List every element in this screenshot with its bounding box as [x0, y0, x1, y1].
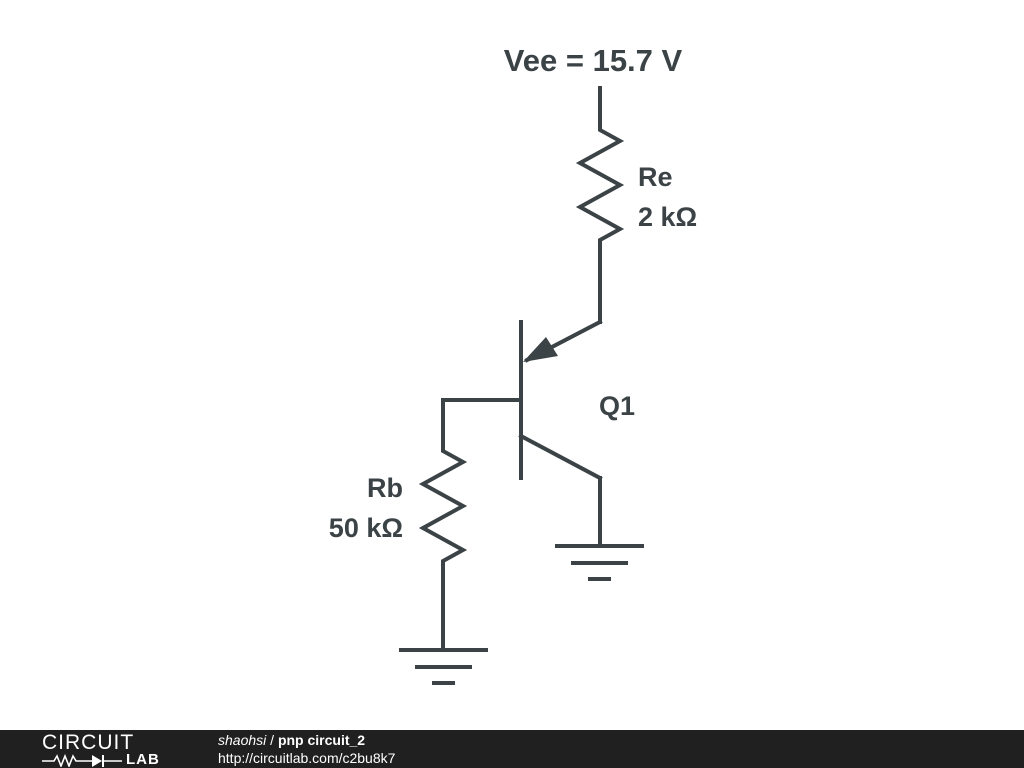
- circuit-schematic: Vee = 15.7 V Re 2 kΩ Q1 Rb 50 kΩ: [329, 43, 697, 685]
- meta-separator: /: [266, 732, 278, 748]
- emitter-arrow-icon: [523, 337, 558, 362]
- footer-bar: CIRCUIT LAB shaohsi / pnp circuit_2 http…: [0, 730, 1024, 768]
- q1-label: Q1: [599, 391, 635, 421]
- rb-value-label: 50 kΩ: [329, 513, 403, 543]
- circuit-meta: shaohsi / pnp circuit_2 http://circuitla…: [218, 731, 395, 767]
- ground-symbol-base: [399, 648, 488, 685]
- circuitlab-logo[interactable]: CIRCUIT LAB: [42, 732, 182, 768]
- resistor-re: [575, 86, 625, 324]
- re-name-label: Re: [638, 162, 673, 192]
- ground-symbol-collector: [555, 544, 644, 581]
- re-value-label: 2 kΩ: [638, 202, 697, 232]
- pnp-transistor-q1: [518, 319, 603, 548]
- circuit-url-link[interactable]: http://circuitlab.com/c2bu8k7: [218, 750, 396, 766]
- supply-voltage-label: Vee = 15.7 V: [504, 43, 683, 78]
- logo-bottom-text: LAB: [126, 751, 160, 768]
- author-link[interactable]: shaohsi: [218, 732, 267, 748]
- logo-resistor-diode-icon: [42, 753, 122, 767]
- rb-name-label: Rb: [367, 473, 403, 503]
- circuit-title-link[interactable]: pnp circuit_2: [277, 732, 366, 748]
- logo-top-text: CIRCUIT: [42, 731, 135, 754]
- resistor-rb: [418, 398, 523, 652]
